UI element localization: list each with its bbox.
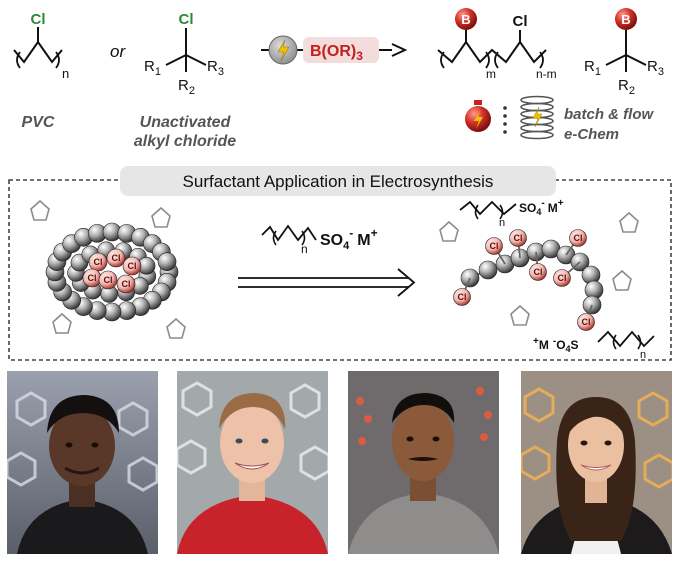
cl-ball-label: Cl xyxy=(104,275,113,285)
pvc-cl-atom: Cl xyxy=(31,11,46,28)
conditions-line2: e-Chem xyxy=(564,126,619,143)
divider-dots xyxy=(503,106,507,134)
pvc-structure: Cl n xyxy=(13,11,69,81)
alkyl-label-line2: alkyl chloride xyxy=(134,133,236,150)
cl-ball-label: Cl xyxy=(458,292,467,302)
reagent-highlight xyxy=(303,37,379,63)
polymer-subscript-m: m xyxy=(486,67,496,81)
top-surfactant: n SO4-M+ xyxy=(459,198,564,229)
cl-ball xyxy=(577,313,595,331)
cl-ball-label: Cl xyxy=(514,233,523,243)
flow-coil-icon xyxy=(520,95,554,140)
portrait-photo-3 xyxy=(348,371,499,554)
panel-title-box xyxy=(120,166,556,196)
solvent-ring-icon xyxy=(30,200,50,221)
cl-ball-label: Cl xyxy=(534,267,543,277)
cl-ball-label: Cl xyxy=(128,261,137,271)
portrait-photo-2 xyxy=(177,371,328,554)
solvent-ring-icon xyxy=(510,305,530,326)
alkyl-r2: R2 xyxy=(178,77,195,97)
molecule-r1: R1 xyxy=(584,58,601,78)
cl-ball-label: Cl xyxy=(558,273,567,283)
micelle-ball xyxy=(157,252,177,271)
cl-ball-label: Cl xyxy=(112,253,121,263)
polymer-subscript-nm: n-m xyxy=(536,67,557,81)
stopwatch-icon xyxy=(465,100,491,132)
cl-ball-label: Cl xyxy=(582,317,591,327)
svg-text:n: n xyxy=(301,242,308,256)
cl-ball-label: Cl xyxy=(88,273,97,283)
alkyl-r3: R3 xyxy=(207,58,224,78)
svg-text:+M-O4S: +M-O4S xyxy=(533,336,579,354)
cl-ball-label: Cl xyxy=(122,279,131,289)
scheme-canvas: Cl n PVC or Cl R1 R3 R2 Unactivated alky… xyxy=(8,8,672,361)
cl-ball xyxy=(485,237,503,255)
molecule-r3: R3 xyxy=(647,58,664,78)
solvent-ring-icon xyxy=(166,318,186,339)
cl-ball xyxy=(106,248,126,268)
product-molecule-structure: B R1 R3 R2 xyxy=(584,8,664,97)
arrow-so4-m: SO4-M+ xyxy=(320,226,378,252)
cl-ball-label: Cl xyxy=(574,233,583,243)
cl-ball xyxy=(453,288,471,306)
bottom-surfactant: +M-O4S n xyxy=(533,330,655,361)
reagent-text: B(OR)3 xyxy=(310,43,363,63)
portrait-photo-4 xyxy=(521,371,672,554)
alkyl-cl-atom: Cl xyxy=(179,11,194,28)
or-text: or xyxy=(110,42,126,61)
boron-ball xyxy=(455,8,477,30)
molecule-b-atom: B xyxy=(621,12,630,27)
cl-ball xyxy=(529,263,547,281)
svg-text:n: n xyxy=(499,217,505,229)
alkyl-r1: R1 xyxy=(144,58,161,78)
cl-ball xyxy=(122,256,142,276)
svg-text:SO4-M+: SO4-M+ xyxy=(519,198,564,217)
pvc-label: PVC xyxy=(22,114,55,131)
cl-ball-label: Cl xyxy=(94,257,103,267)
portrait-photo-1 xyxy=(7,371,158,554)
molecule-r2: R2 xyxy=(618,77,635,97)
solvent-ring-icon xyxy=(52,313,72,334)
panel-title: Surfactant Application in Electrosynthes… xyxy=(183,172,494,191)
electrode-icon xyxy=(268,35,298,65)
cl-ball xyxy=(569,229,587,247)
transformation-arrow xyxy=(238,268,416,297)
chain-ball xyxy=(478,260,498,280)
solvent-ring-icon xyxy=(151,207,171,228)
pvc-subscript-n: n xyxy=(62,66,69,81)
solvent-ring-icon xyxy=(439,221,459,242)
cl-ball xyxy=(509,229,527,247)
polymer-b-atom: B xyxy=(461,12,470,27)
svg-text:n: n xyxy=(640,349,646,361)
alkyl-chloride-structure: Cl R1 R3 R2 xyxy=(144,11,224,97)
alkyl-label-line1: Unactivated xyxy=(140,114,232,131)
cl-ball-label: Cl xyxy=(490,241,499,251)
product-polymer-structure: B Cl m n-m xyxy=(437,8,557,81)
arrow-surfactant-label: n SO4-M+ xyxy=(261,224,378,256)
cl-ball xyxy=(553,269,571,287)
cl-ball xyxy=(116,274,136,294)
polymer-cl-atom: Cl xyxy=(513,13,528,30)
solvent-ring-icon xyxy=(612,270,632,291)
conditions-line1: batch & flow xyxy=(564,106,654,123)
solvent-ring-icon xyxy=(619,212,639,233)
boron-ball xyxy=(615,8,637,30)
cl-ball xyxy=(98,270,118,290)
